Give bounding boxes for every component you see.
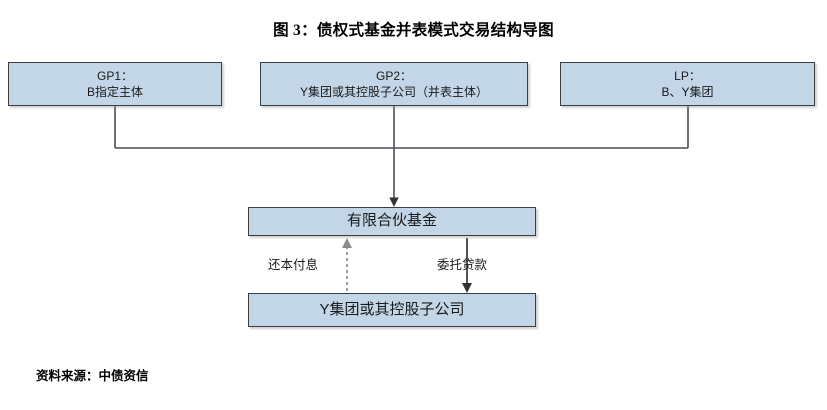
node-subsidiary[interactable]: Y集团或其控股子公司	[248, 293, 536, 327]
figure-title: 图 3：债权式基金并表模式交易结构导图	[273, 22, 554, 39]
node-lp-line1: LP：	[674, 68, 701, 83]
edge-label-loan: 委托贷款	[437, 258, 488, 272]
node-gp1[interactable]: GP1： B指定主体	[8, 62, 222, 106]
node-fund-label: 有限合伙基金	[346, 212, 437, 230]
node-gp2[interactable]: GP2： Y集团或其控股子公司（并表主体）	[260, 62, 528, 106]
node-gp2-line2: Y集团或其控股子公司（并表主体）	[299, 85, 488, 99]
source-note: 资料来源：中债资信	[36, 369, 149, 383]
node-gp2-line1: GP2：	[375, 68, 412, 83]
node-gp1-line2: B指定主体	[86, 85, 143, 99]
edge-label-repay: 还本付息	[268, 258, 319, 272]
node-fund[interactable]: 有限合伙基金	[248, 207, 536, 236]
node-lp-line2: B、Y集团	[661, 85, 714, 99]
node-subsidiary-label: Y集团或其控股子公司	[319, 300, 465, 318]
node-lp[interactable]: LP： B、Y集团	[560, 62, 815, 106]
node-gp1-line1: GP1：	[96, 68, 133, 83]
